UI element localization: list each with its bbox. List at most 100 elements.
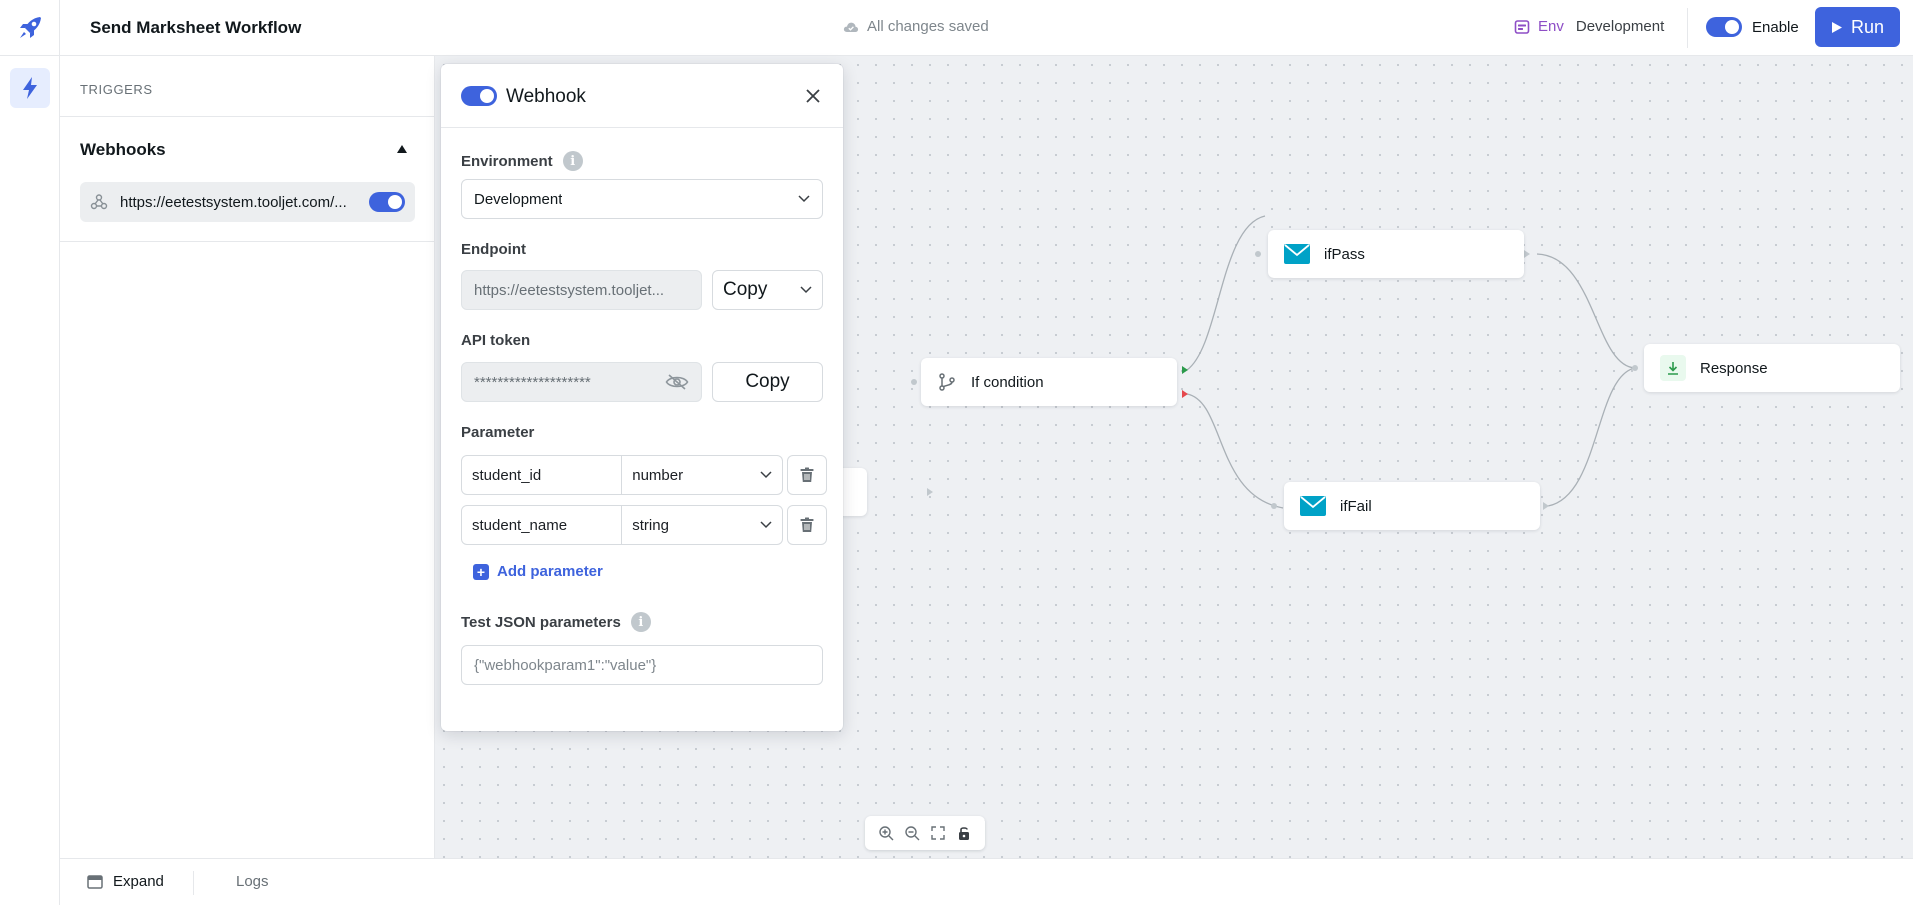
endpoint-copy-dropdown[interactable]: Copy	[712, 270, 823, 310]
chevron-down-icon	[798, 195, 810, 203]
delete-parameter-button[interactable]	[787, 505, 828, 545]
api-token-copy-button[interactable]: Copy	[712, 362, 823, 402]
bottom-bar: Expand Logs	[60, 858, 1913, 905]
eye-off-icon[interactable]	[665, 373, 689, 391]
parameter-name-value: student_name	[472, 516, 568, 534]
top-header: Send Marksheet Workflow All changes save…	[0, 0, 1913, 56]
workflow-title[interactable]: Send Marksheet Workflow	[90, 18, 302, 37]
env-value: Development	[1575, 18, 1665, 35]
parameter-row: student_id number	[461, 455, 828, 495]
webhooks-heading[interactable]: Webhooks	[80, 140, 166, 159]
response-node[interactable]: Response	[1644, 344, 1900, 392]
endpoint-copy-label: Copy	[723, 279, 768, 300]
endpoint-label: Endpoint	[461, 241, 526, 258]
parameter-type-value: number	[632, 466, 684, 484]
header-divider	[59, 0, 60, 56]
webhook-config-popover: Webhook Environment i Development Endpoi…	[441, 64, 843, 731]
parameter-label: Parameter	[461, 424, 535, 441]
test-json-label-row: Test JSON parameters i	[461, 612, 651, 632]
endpoint-value: https://eetestsystem.tooljet...	[474, 281, 665, 299]
run-button[interactable]: Run	[1815, 7, 1900, 47]
fit-view-icon[interactable]	[930, 825, 946, 841]
api-token-field[interactable]: ********************	[461, 362, 702, 402]
branch-icon	[939, 373, 955, 391]
if-fail-label: ifFail	[1340, 497, 1372, 515]
play-icon	[1831, 21, 1842, 33]
api-token-copy-label: Copy	[745, 371, 790, 392]
rocket-logo-icon[interactable]	[14, 12, 46, 44]
environment-select[interactable]: Development	[461, 179, 823, 219]
zoom-controls	[865, 816, 985, 850]
environment-selector[interactable]: Env Development	[1514, 18, 1664, 35]
delete-parameter-button[interactable]	[787, 455, 828, 495]
plus-icon: +	[473, 563, 489, 580]
parameter-label-row: Parameter	[461, 424, 534, 441]
parameter-type-value: string	[632, 516, 669, 534]
enable-label: Enable	[1752, 18, 1799, 36]
cloud-check-icon	[843, 22, 859, 32]
lightning-bolt-icon	[23, 77, 37, 99]
webhook-url: https://eetestsystem.tooljet.com/...	[120, 193, 347, 211]
api-token-value: ********************	[474, 373, 591, 391]
chevron-down-icon	[800, 286, 812, 294]
environment-icon	[1514, 19, 1530, 34]
panel-divider	[60, 116, 435, 117]
parameter-name-input[interactable]: student_id	[461, 455, 623, 495]
webhook-toggle[interactable]	[461, 86, 497, 106]
add-parameter-button[interactable]: + Add parameter	[473, 563, 603, 580]
panel-expand-icon	[87, 874, 103, 889]
if-condition-node[interactable]: If condition	[921, 358, 1177, 406]
zoom-out-icon[interactable]	[904, 825, 920, 841]
environment-label: Environment	[461, 152, 553, 170]
expand-label: Expand	[113, 873, 164, 890]
webhook-enable-toggle[interactable]	[369, 192, 405, 212]
environment-selected-value: Development	[474, 190, 563, 208]
response-label: Response	[1700, 359, 1768, 377]
webhook-icon	[90, 194, 108, 210]
add-parameter-label: Add parameter	[497, 563, 603, 580]
popover-header: Webhook	[441, 64, 843, 128]
trash-icon	[800, 517, 814, 532]
if-pass-label: ifPass	[1324, 245, 1365, 263]
endpoint-label-row: Endpoint	[461, 241, 526, 258]
info-icon[interactable]: i	[630, 612, 651, 632]
environment-label-row: Environment i	[461, 151, 583, 171]
popover-title: Webhook	[506, 86, 586, 107]
trash-icon	[800, 467, 814, 482]
chevron-down-icon	[760, 521, 773, 529]
panel-divider	[60, 241, 435, 242]
test-json-label: Test JSON parameters	[461, 613, 621, 631]
caret-up-icon[interactable]	[396, 144, 408, 154]
webhook-list-item[interactable]: https://eetestsystem.tooljet.com/...	[80, 182, 415, 222]
mail-icon	[1300, 496, 1326, 516]
parameter-name-value: student_id	[472, 466, 542, 484]
expand-button[interactable]: Expand	[87, 873, 164, 890]
if-fail-node[interactable]: ifFail	[1284, 482, 1540, 530]
api-token-label-row: API token	[461, 332, 530, 349]
enable-control: Enable	[1706, 17, 1799, 37]
parameter-name-input[interactable]: student_name	[461, 505, 623, 545]
parameter-type-select[interactable]: string	[622, 505, 784, 545]
if-pass-node[interactable]: ifPass	[1268, 230, 1524, 278]
env-label: Env	[1538, 18, 1564, 35]
if-condition-label: If condition	[971, 373, 1044, 391]
info-icon[interactable]: i	[562, 151, 583, 171]
response-icon	[1660, 355, 1686, 381]
triggers-nav-button[interactable]	[10, 68, 50, 108]
save-status: All changes saved	[843, 18, 989, 35]
close-icon[interactable]	[804, 87, 822, 105]
lock-icon[interactable]	[956, 825, 972, 841]
logs-button[interactable]: Logs	[236, 873, 269, 890]
parameter-type-select[interactable]: number	[622, 455, 784, 495]
endpoint-field[interactable]: https://eetestsystem.tooljet...	[461, 270, 702, 310]
header-divider-right	[1687, 8, 1688, 48]
test-json-input[interactable]: {"webhookparam1":"value"}	[461, 645, 823, 685]
test-json-placeholder: {"webhookparam1":"value"}	[474, 656, 657, 674]
api-token-label: API token	[461, 332, 531, 349]
mail-icon	[1284, 244, 1310, 264]
zoom-in-icon[interactable]	[878, 825, 894, 841]
bottom-divider	[193, 871, 194, 895]
enable-toggle[interactable]	[1706, 17, 1742, 37]
left-rail	[0, 56, 60, 905]
parameter-row: student_name string	[461, 505, 828, 545]
